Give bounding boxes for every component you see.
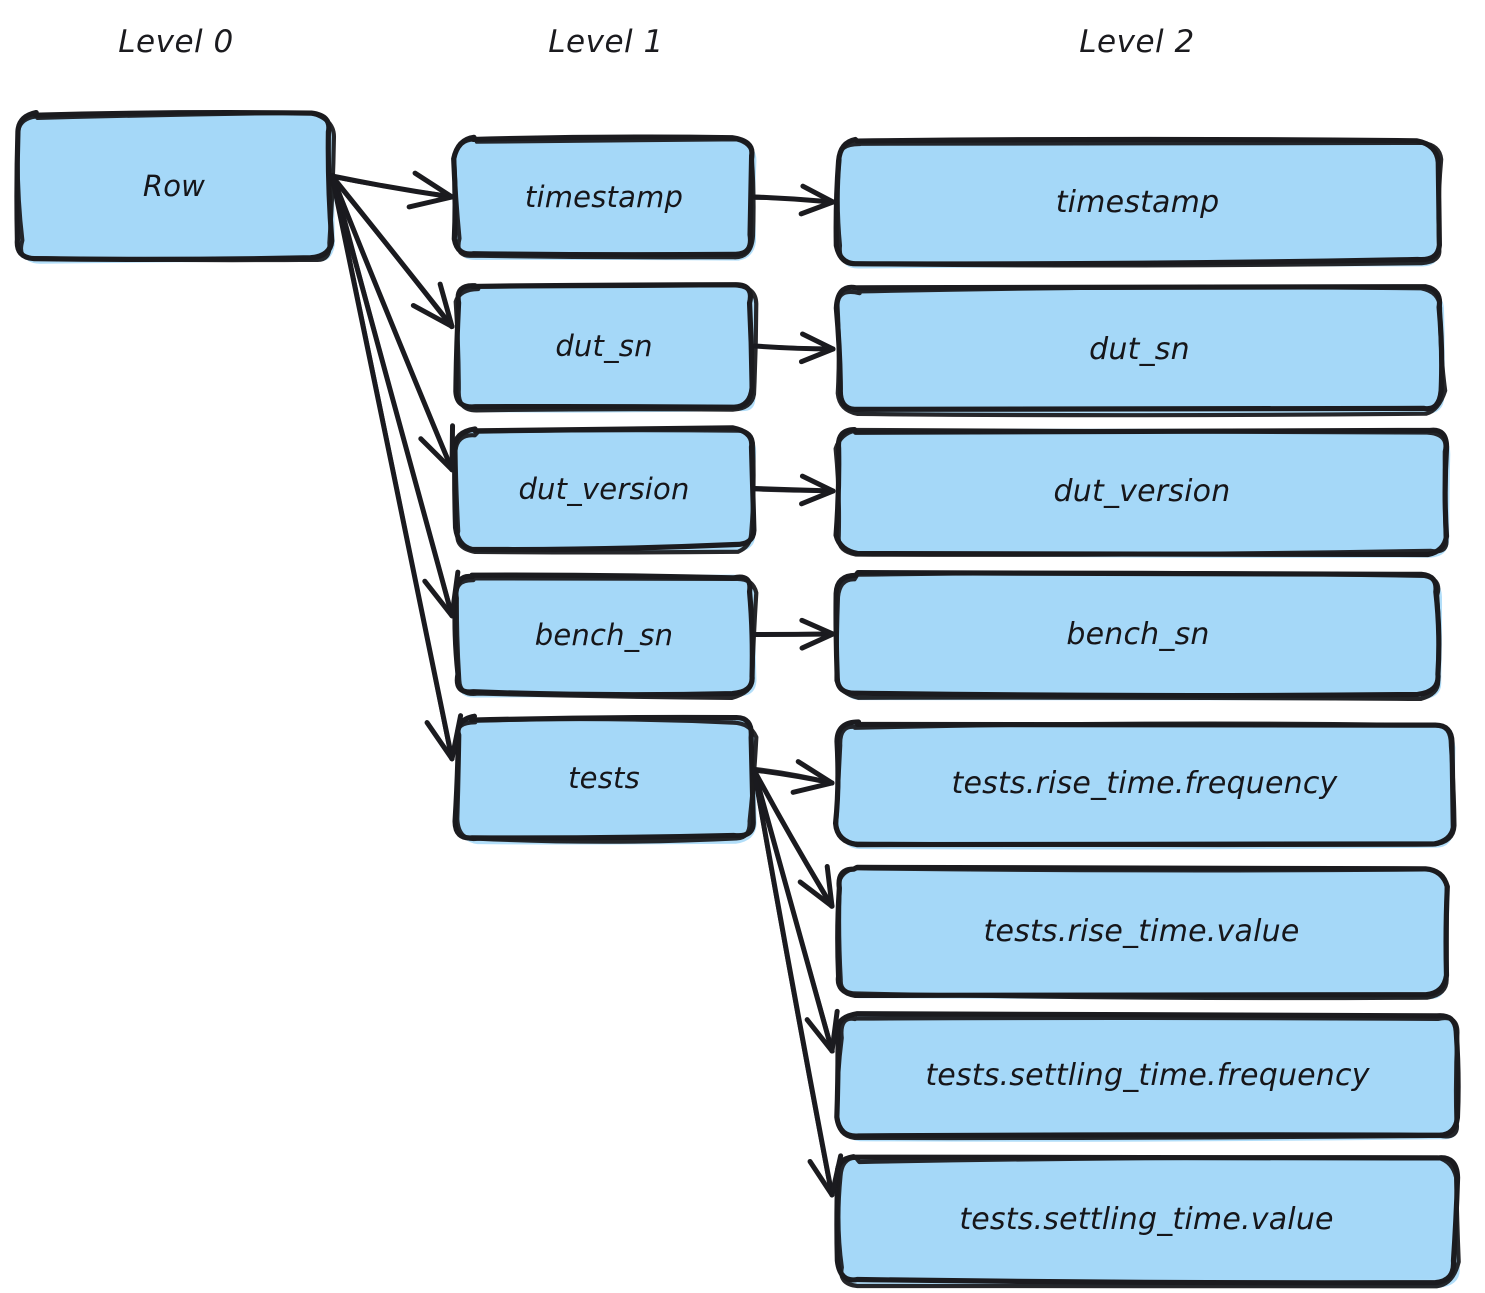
node-l1-dut-version[interactable]: dut_version: [518, 471, 690, 506]
column-header-level0: Level 0: [118, 24, 234, 60]
node-l2-bench-sn[interactable]: bench_sn: [1066, 616, 1210, 652]
node-l1-timestamp[interactable]: timestamp: [524, 180, 684, 214]
node-l2-tests-rise-time-frequency[interactable]: tests.rise_time.frequency: [951, 765, 1338, 801]
node-l2-dut-sn[interactable]: dut_sn: [1089, 331, 1190, 367]
node-l1-tests[interactable]: tests: [568, 761, 640, 795]
column-header-level2: Level 2: [1079, 24, 1195, 60]
node-row[interactable]: Row: [142, 168, 206, 203]
node-l2-tests-settling-time-value[interactable]: tests.settling_time.value: [959, 1202, 1334, 1237]
column-header-level1: Level 1: [548, 24, 664, 60]
node-l1-bench-sn[interactable]: bench_sn: [534, 617, 674, 652]
node-l1-dut-sn[interactable]: dut_sn: [555, 329, 653, 363]
node-l2-dut-version[interactable]: dut_version: [1053, 473, 1231, 509]
node-l2-tests-settling-time-frequency[interactable]: tests.settling_time.frequency: [925, 1057, 1370, 1093]
node-l2-tests-rise-time-value[interactable]: tests.rise_time.value: [983, 913, 1300, 949]
node-l2-timestamp[interactable]: timestamp: [1055, 184, 1220, 220]
